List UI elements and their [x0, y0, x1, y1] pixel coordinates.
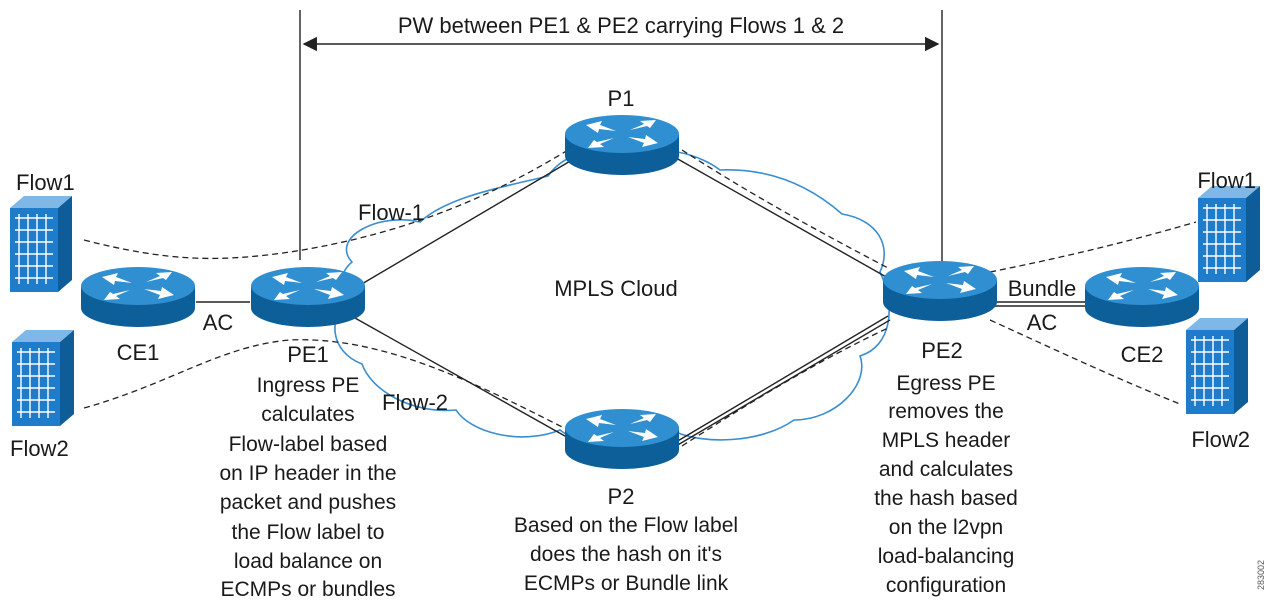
router-label-ce2: CE2	[1121, 342, 1164, 367]
server-flow1-left	[9, 195, 73, 293]
router-pe2	[883, 261, 997, 321]
svg-text:removes the: removes the	[888, 400, 1004, 423]
svg-text:Ingress PE: Ingress PE	[257, 374, 360, 397]
server-flow2-right	[1185, 317, 1249, 415]
flow-label-path-top: Flow-1	[358, 200, 424, 225]
svg-text:on IP header in the: on IP header in the	[219, 462, 396, 485]
pe1-note: Ingress PE calculates Flow-label based o…	[219, 374, 396, 601]
flow-label-left-top: Flow1	[16, 170, 75, 195]
svg-text:the hash based: the hash based	[874, 487, 1018, 510]
svg-text:load-balancing: load-balancing	[878, 545, 1015, 568]
router-ce2	[1085, 267, 1199, 327]
router-p2	[565, 409, 679, 469]
flow-paths	[83, 149, 1197, 447]
flow-label-left-bottom: Flow2	[10, 436, 69, 461]
svg-text:the Flow label to: the Flow label to	[232, 521, 385, 544]
pw-span-label: PW between PE1 & PE2 carrying Flows 1 & …	[398, 13, 844, 38]
flow-label-right-top: Flow1	[1197, 168, 1256, 193]
router-pe1	[251, 267, 365, 327]
router-p1	[565, 115, 679, 175]
svg-text:and calculates: and calculates	[879, 458, 1013, 481]
svg-text:calculates: calculates	[261, 403, 354, 426]
ac-label-left: AC	[203, 310, 234, 335]
router-label-pe1: PE1	[287, 342, 329, 367]
svg-text:configuration: configuration	[886, 574, 1006, 597]
server-flow2-left	[11, 329, 75, 427]
svg-text:load balance on: load balance on	[234, 550, 382, 573]
p2-note: Based on the Flow label does the hash on…	[514, 514, 738, 595]
router-links	[196, 157, 1090, 447]
svg-text:Egress PE: Egress PE	[896, 372, 995, 395]
bundle-label: Bundle	[1008, 276, 1077, 301]
svg-text:on the l2vpn: on the l2vpn	[889, 516, 1003, 539]
pe2-note: Egress PE removes the MPLS header and ca…	[874, 372, 1018, 597]
server-flow1-right	[1197, 185, 1261, 283]
router-label-p2: P2	[608, 484, 635, 509]
router-label-pe2: PE2	[921, 338, 963, 363]
svg-text:MPLS header: MPLS header	[882, 429, 1010, 452]
svg-text:Based on the Flow label: Based on the Flow label	[514, 514, 738, 537]
router-ce1	[81, 267, 195, 327]
flow-label-path-bottom: Flow-2	[382, 390, 448, 415]
figure-id: 283002	[1256, 560, 1266, 590]
ac-label-right: AC	[1027, 310, 1058, 335]
cloud-label: MPLS Cloud	[554, 276, 678, 301]
svg-text:ECMPs or Bundle link: ECMPs or Bundle link	[524, 572, 729, 595]
svg-text:ECMPs or bundles: ECMPs or bundles	[220, 578, 395, 601]
mpls-cloud	[334, 149, 890, 447]
svg-text:packet and pushes: packet and pushes	[220, 491, 396, 514]
flow-label-right-bottom: Flow2	[1191, 427, 1250, 452]
router-label-p1: P1	[608, 86, 635, 111]
svg-text:Flow-label based: Flow-label based	[229, 433, 388, 456]
router-label-ce1: CE1	[117, 340, 160, 365]
svg-text:does the hash on it's: does the hash on it's	[530, 543, 722, 566]
